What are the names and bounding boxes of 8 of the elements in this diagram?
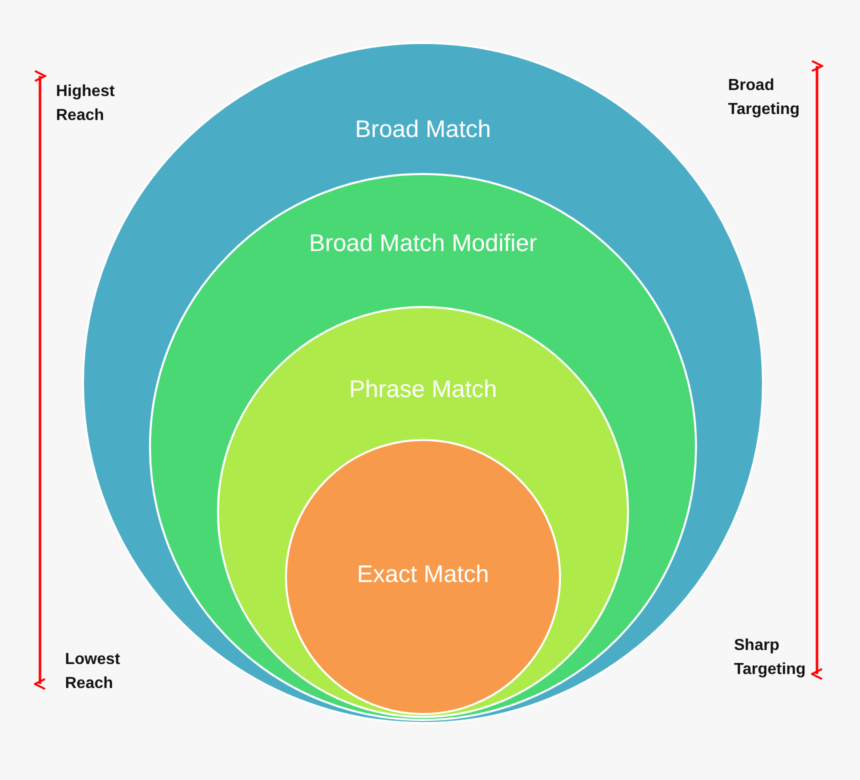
circle-label: Broad Match Modifier [308,229,538,259]
axis-label: Broad Targeting [728,76,801,120]
circle-label: Broad Match [354,115,492,145]
axis-label: Sharp Targeting [734,636,807,680]
circle-label: Phrase Match [348,375,498,405]
axis-label: Lowest Reach [65,650,122,694]
circle-label: Exact Match [356,560,490,590]
axis-label: Highest Reach [56,82,116,126]
